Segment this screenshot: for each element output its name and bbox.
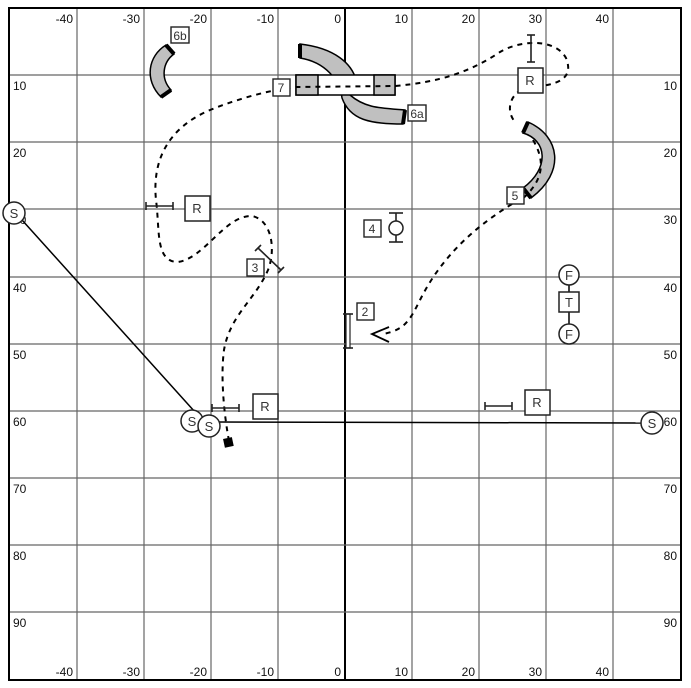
jump-bar-top-right xyxy=(527,34,535,63)
food-marker xyxy=(558,264,580,286)
reward-label: R xyxy=(532,395,541,410)
y-axis-left-labels: 10 20 30 40 50 60 70 80 90 xyxy=(13,79,27,630)
y-tick-left: 20 xyxy=(13,146,27,160)
jump-bar-bottom-left xyxy=(211,404,240,412)
jump-bar-bottom-right xyxy=(484,402,513,410)
y-tick-left: 80 xyxy=(13,549,27,563)
tunnel-6b[interactable] xyxy=(149,43,176,99)
x-tick-bottom: -30 xyxy=(123,665,141,679)
y-tick-right: 90 xyxy=(664,616,678,630)
x-tick-top: -40 xyxy=(56,12,74,26)
arrowhead-icon xyxy=(369,326,390,343)
y-tick-right: 50 xyxy=(664,348,678,362)
y-tick-right: 10 xyxy=(664,79,678,93)
x-axis-top-labels: -40 -30 -20 -10 0 10 20 30 40 xyxy=(56,12,610,26)
x-tick-bottom: 40 xyxy=(596,665,610,679)
jump-bar-3 xyxy=(254,244,285,274)
obstacle-number-5: 5 xyxy=(512,189,519,203)
start-label: S xyxy=(10,206,19,221)
y-tick-right: 30 xyxy=(664,213,678,227)
y-tick-left: 10 xyxy=(13,79,27,93)
start-label: S xyxy=(648,416,657,431)
reward-markers: R R R R xyxy=(184,67,551,420)
y-tick-right: 40 xyxy=(664,281,678,295)
obstacle-number-2: 2 xyxy=(362,305,369,319)
x-tick-top: 0 xyxy=(334,12,341,26)
y-tick-right: 20 xyxy=(664,146,678,160)
y-tick-left: 60 xyxy=(13,415,27,429)
y-tick-left: 70 xyxy=(13,482,27,496)
dog-path xyxy=(154,42,569,442)
obstacle-number-7: 7 xyxy=(278,81,285,95)
x-tick-bottom: 0 xyxy=(334,665,341,679)
jump-bar-2 xyxy=(343,313,353,349)
obstacle-numbers: 6b 7 6a 5 4 3 2 xyxy=(170,26,525,321)
x-tick-top: 30 xyxy=(529,12,543,26)
start-label: S xyxy=(205,419,214,434)
table-obstacle-7[interactable] xyxy=(295,74,396,96)
tunnel-5[interactable] xyxy=(521,121,556,200)
x-tick-bottom: 10 xyxy=(395,665,409,679)
x-tick-top: -30 xyxy=(123,12,141,26)
y-tick-right: 70 xyxy=(664,482,678,496)
reward-label: R xyxy=(192,201,201,216)
jump-bar-left xyxy=(145,202,174,210)
x-tick-top: 20 xyxy=(462,12,476,26)
food-label: F xyxy=(565,268,573,283)
start-lines xyxy=(21,219,642,424)
x-tick-bottom: -10 xyxy=(257,665,275,679)
food-toy-station: F T F xyxy=(558,264,580,345)
start-label: S xyxy=(188,414,197,429)
grid xyxy=(8,7,682,681)
obstacle-number-3: 3 xyxy=(252,261,259,275)
y-tick-left: 40 xyxy=(13,281,27,295)
reward-label: R xyxy=(525,73,534,88)
food-label: F xyxy=(565,327,573,342)
obstacle-number-4: 4 xyxy=(369,222,376,236)
x-tick-bottom: 20 xyxy=(462,665,476,679)
x-tick-top: -10 xyxy=(257,12,275,26)
reward-label: R xyxy=(260,399,269,414)
y-tick-left: 50 xyxy=(13,348,27,362)
y-tick-right: 80 xyxy=(664,549,678,563)
food-marker xyxy=(558,323,580,345)
tire-obstacle-4[interactable] xyxy=(388,212,404,243)
obstacle-number-6a: 6a xyxy=(410,107,424,121)
x-axis-bottom-labels: -40 -30 -20 -10 0 10 20 30 40 xyxy=(56,665,610,679)
x-tick-bottom: 30 xyxy=(529,665,543,679)
y-axis-right-labels: 10 20 30 40 50 60 70 80 90 xyxy=(664,79,678,630)
x-tick-top: 40 xyxy=(596,12,610,26)
start-markers: S S S S xyxy=(2,201,664,438)
x-tick-top: 10 xyxy=(395,12,409,26)
y-tick-right: 60 xyxy=(664,415,678,429)
y-tick-left: 90 xyxy=(13,616,27,630)
x-tick-top: -20 xyxy=(190,12,208,26)
obstacle-number-6b: 6b xyxy=(173,29,187,43)
x-tick-bottom: -20 xyxy=(190,665,208,679)
jump-bars[interactable] xyxy=(145,34,535,412)
toy-label: T xyxy=(565,295,573,310)
end-marker xyxy=(223,437,234,448)
toy-marker xyxy=(558,291,580,313)
x-tick-bottom: -40 xyxy=(56,665,74,679)
